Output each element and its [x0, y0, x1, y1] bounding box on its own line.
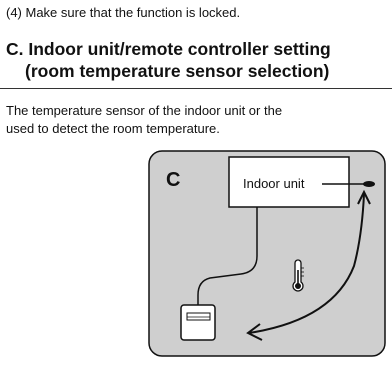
section-heading-line-2: (room temperature sensor selection)	[25, 61, 330, 81]
step-4-text: (4) Make sure that the function is locke…	[6, 5, 241, 20]
arrow-head-left	[246, 323, 263, 341]
thermometer-icon	[292, 259, 304, 292]
sensor-selection-figure: C Indoor unit	[148, 150, 390, 358]
figure-letter: C	[166, 169, 180, 191]
indoor-unit-box	[228, 156, 350, 208]
section-divider	[0, 88, 392, 89]
sensor-selection-arrow	[248, 193, 365, 334]
section-paragraph: The temperature sensor of the indoor uni…	[6, 102, 282, 138]
indoor-unit-label: Indoor unit	[243, 176, 305, 191]
remote-cable	[197, 207, 258, 305]
paragraph-line-1: The temperature sensor of the indoor uni…	[6, 103, 283, 118]
remote-controller-icon	[180, 304, 216, 341]
paragraph-line-2: used to detect the room temperature.	[6, 121, 220, 136]
indoor-sensor-probe	[363, 181, 375, 187]
section-heading-line-1: C. Indoor unit/remote controller setting	[6, 39, 331, 59]
section-heading: C. Indoor unit/remote controller setting…	[6, 38, 331, 82]
arrow-head-top	[357, 189, 371, 205]
